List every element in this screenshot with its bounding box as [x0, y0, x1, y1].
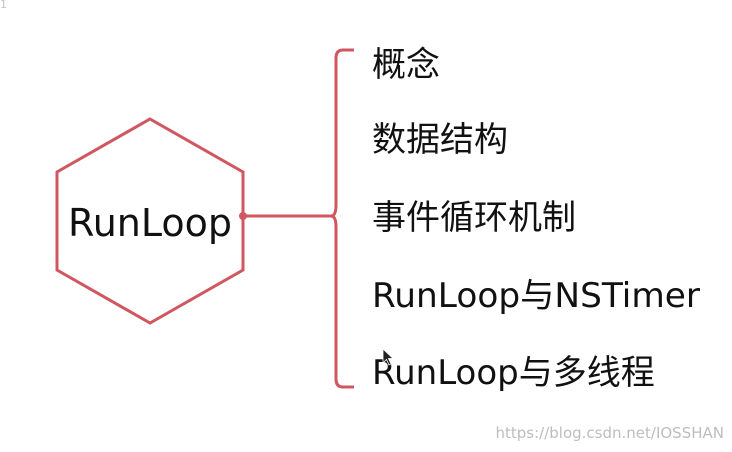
mouse-pointer-icon	[382, 348, 394, 366]
root-node-label: RunLoop	[68, 201, 232, 245]
corner-mark: 1	[0, 0, 7, 11]
root-hexagon	[55, 117, 245, 325]
branch-bracket	[330, 48, 354, 389]
branch-label-data-structure: 数据结构	[372, 120, 508, 160]
branch-label-concept: 概念	[372, 45, 440, 85]
branch-label-nstimer: RunLoop与NSTimer	[372, 276, 700, 316]
branch-label-event-loop: 事件循环机制	[372, 198, 576, 238]
branch-label-multithreading: RunLoop与多线程	[372, 353, 655, 393]
watermark: https://blog.csdn.net/IOSSHAN	[495, 424, 725, 442]
